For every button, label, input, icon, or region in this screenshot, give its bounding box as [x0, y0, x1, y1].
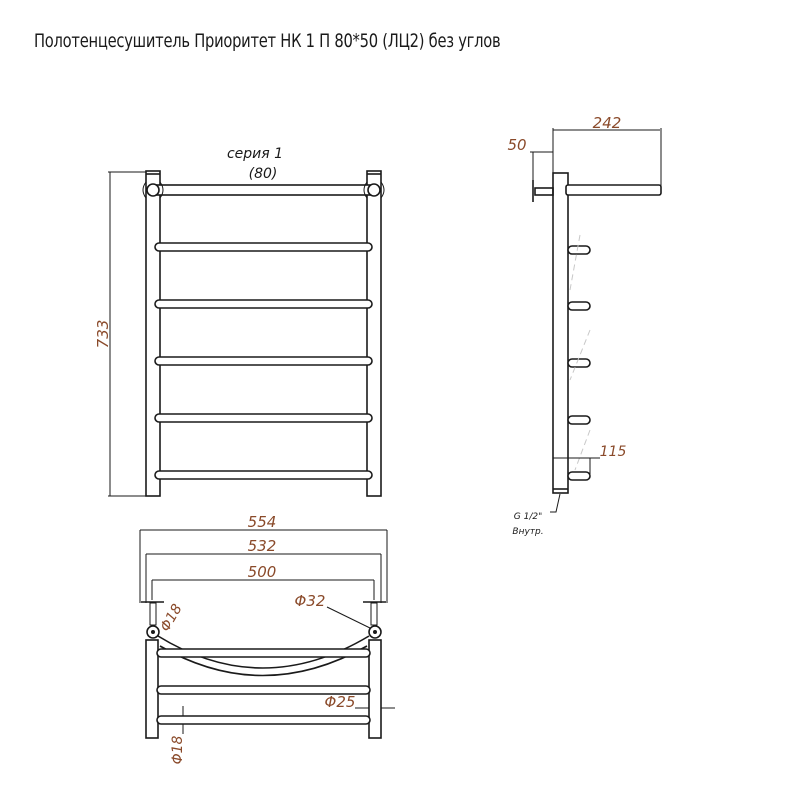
- lower-offset-dimension: 115: [600, 444, 627, 460]
- top-view: 554 532 500 Φ32 Φ18: [139, 513, 395, 764]
- rung-diameter-dimension: Φ18: [170, 735, 186, 764]
- series-label: серия 1: [227, 146, 283, 162]
- mount-offset-dimension: 50: [507, 136, 526, 154]
- thread-note: Внутр.: [512, 527, 543, 537]
- thread-label: G 1/2": [514, 512, 542, 522]
- axis-width-dimension: 532: [248, 537, 277, 555]
- height-dimension: 733: [94, 320, 112, 349]
- mount-diameter-dimension: Φ32: [295, 592, 326, 610]
- inner-width-dimension: 500: [248, 563, 277, 581]
- drawing-title: Полотенцесушитель Приоритет НК 1 П 80*50…: [34, 30, 501, 52]
- series-code: (80): [249, 166, 278, 182]
- front-view: серия 1 (80) 733: [94, 146, 385, 497]
- bracket-diameter-dimension: Φ18: [157, 601, 185, 634]
- depth-dimension: 242: [593, 114, 622, 132]
- riser-diameter-dimension: Φ25: [325, 693, 356, 711]
- side-view: 242 50 115 G 1/2" Внутр.: [507, 114, 662, 537]
- overall-width-dimension: 554: [248, 513, 277, 531]
